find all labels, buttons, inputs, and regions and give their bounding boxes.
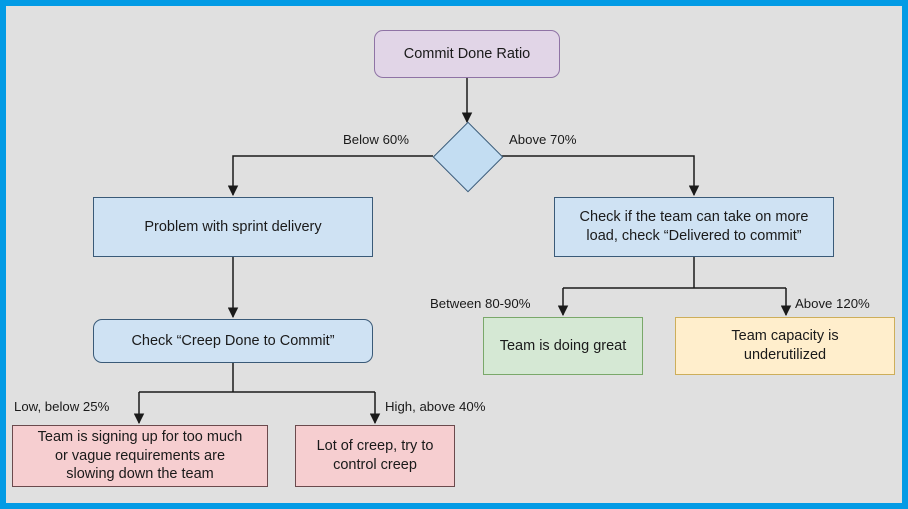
node-label-line-1: Check if the team can take on more — [579, 209, 809, 226]
edge-label-low-below-25: Low, below 25% — [14, 399, 110, 414]
node-label: Commit Done Ratio — [403, 45, 531, 62]
node-check-creep-done-to-commit[interactable]: Check “Creep Done to Commit” — [93, 319, 373, 363]
edge-label-below-60: Below 60% — [343, 132, 409, 147]
node-team-signing-up-for-too-much[interactable]: Team is signing up for too much or vague… — [12, 425, 268, 487]
node-label: Problem with sprint delivery — [144, 218, 322, 235]
node-label-line-2: or vague requirements are — [54, 447, 226, 464]
node-label-line-1: Team capacity is — [731, 328, 839, 345]
edge-label-high-above-40: High, above 40% — [385, 399, 486, 414]
node-problem-with-sprint-delivery[interactable]: Problem with sprint delivery — [93, 197, 373, 257]
decision-diamond[interactable] — [432, 121, 504, 193]
node-label-line-2: load, check “Delivered to commit” — [586, 228, 802, 244]
node-check-if-team-can-take-more-load[interactable]: Check if the team can take on more load,… — [554, 197, 834, 257]
node-label: Check “Creep Done to Commit” — [131, 332, 335, 349]
node-label-line-2: underutilized — [743, 347, 827, 363]
node-team-capacity-underutilized[interactable]: Team capacity is underutilized — [675, 317, 895, 375]
node-label-line-2: control creep — [333, 457, 417, 473]
node-label-line-3: slowing down the team — [66, 466, 214, 483]
node-label: Team is doing great — [499, 337, 627, 354]
node-lot-of-creep-control-creep[interactable]: Lot of creep, try to control creep — [295, 425, 455, 487]
node-commit-done-ratio[interactable]: Commit Done Ratio — [374, 30, 560, 78]
edge-decision-left — [227, 155, 433, 197]
node-label-line-1: Team is signing up for too much — [37, 428, 243, 445]
edge-label-above-70: Above 70% — [509, 132, 577, 147]
edge-label-above-120: Above 120% — [795, 296, 870, 311]
edge-decision-right — [501, 155, 700, 197]
edge-label-between-80-90: Between 80-90% — [430, 296, 531, 311]
node-team-is-doing-great[interactable]: Team is doing great — [483, 317, 643, 375]
node-label-line-1: Lot of creep, try to — [316, 438, 434, 455]
